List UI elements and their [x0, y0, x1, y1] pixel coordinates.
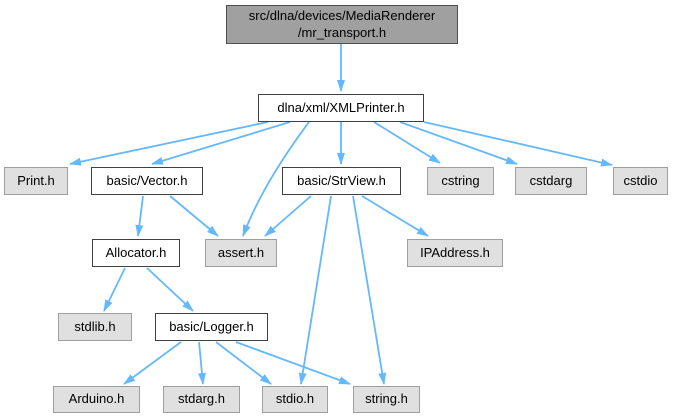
node-cstring: cstring — [427, 167, 494, 195]
node-label: dlna/xml/XMLPrinter.h — [277, 99, 405, 115]
node-label: stdio.h — [275, 391, 315, 407]
edge-logger-stdio — [215, 341, 272, 385]
node-arduino-h: Arduino.h — [53, 386, 140, 413]
node-mr-transport-h: src/dlna/devices/MediaRenderer /mr_trans… — [226, 5, 458, 44]
node-label: basic/StrView.h — [297, 172, 386, 188]
node-allocator-h[interactable]: Allocator.h — [92, 239, 180, 267]
node-cstdarg: cstdarg — [515, 167, 587, 195]
node-xmlprinter-h[interactable]: dlna/xml/XMLPrinter.h — [258, 94, 424, 122]
node-label: stdarg.h — [178, 391, 225, 407]
edge-allocator-logger — [146, 267, 194, 312]
edge-vector-assert — [169, 195, 219, 237]
edge-xmlprinter-cstdarg — [399, 121, 518, 165]
node-ipaddress-h: IPAddress.h — [407, 239, 503, 267]
node-label: cstdarg — [529, 172, 573, 188]
node-label: IPAddress.h — [420, 244, 490, 260]
edge-strview-ipaddress — [361, 195, 429, 237]
node-label: Arduino.h — [68, 391, 125, 407]
node-label: stdlib.h — [74, 318, 116, 334]
edge-allocator-stdlib — [103, 267, 126, 312]
edge-xmlprinter-print — [69, 121, 269, 166]
node-stdlib-h: stdlib.h — [58, 313, 132, 341]
edge-strview-assert — [264, 195, 312, 237]
node-stdio-h: stdio.h — [262, 386, 328, 413]
edge-xmlprinter-cstdio — [423, 121, 613, 167]
node-assert-h: assert.h — [205, 239, 277, 267]
node-label: basic/Vector.h — [106, 172, 188, 188]
edge-logger-stdarg — [197, 341, 206, 385]
edge-logger-string — [235, 341, 351, 385]
node-vector-h[interactable]: basic/Vector.h — [91, 167, 203, 195]
node-label: Print.h — [17, 172, 55, 188]
node-print-h: Print.h — [4, 167, 68, 195]
node-cstdio: cstdio — [613, 167, 668, 195]
node-label: assert.h — [217, 244, 265, 260]
node-label: cstring — [441, 172, 480, 188]
edge-logger-arduino — [123, 341, 182, 385]
node-string-h: string.h — [353, 386, 420, 413]
edge-vector-allocator — [135, 195, 144, 237]
node-stdarg-h: stdarg.h — [163, 386, 240, 413]
edge-xmlprinter-vector — [151, 121, 291, 165]
node-label: basic/Logger.h — [169, 318, 254, 334]
node-label: string.h — [365, 391, 408, 407]
edge-strview-stdio — [298, 195, 332, 385]
node-strview-h[interactable]: basic/StrView.h — [282, 167, 401, 195]
node-logger-h[interactable]: basic/Logger.h — [155, 313, 268, 341]
edge-strview-string — [352, 195, 387, 385]
edge-xmlprinter-assert — [242, 121, 310, 237]
edge-xmlprinter-cstring — [373, 121, 441, 164]
node-label: cstdio — [623, 172, 658, 188]
node-label: Allocator.h — [105, 244, 167, 260]
node-label: src/dlna/devices/MediaRenderer /mr_trans… — [248, 8, 436, 40]
